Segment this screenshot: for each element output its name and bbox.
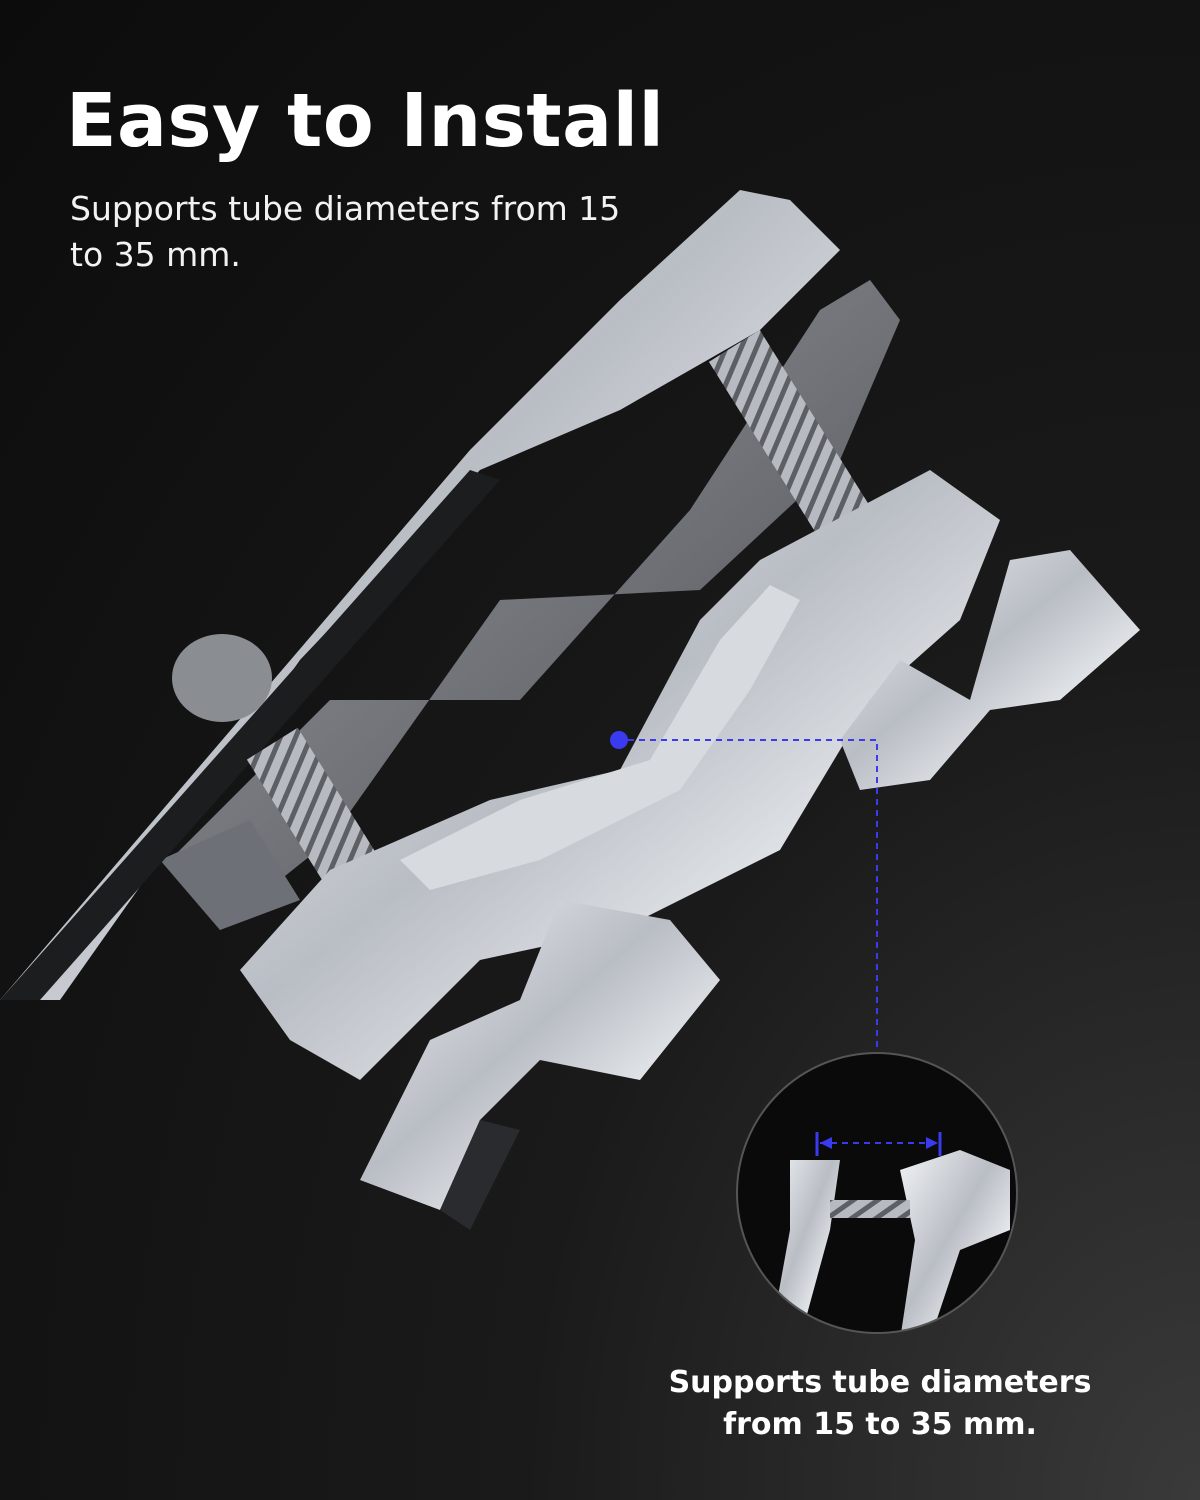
dimension-arrow-right (926, 1137, 938, 1149)
detail-caption: Supports tube diameters from 15 to 35 mm… (668, 1365, 1092, 1442)
detail-circle-ring (736, 1052, 1018, 1334)
wing-nut-lower (360, 900, 720, 1210)
clamp-arm-dark-edge (0, 470, 500, 1000)
clamp-arm (0, 190, 840, 1000)
arm-pivot (172, 634, 272, 722)
back-jaw (170, 280, 900, 920)
dimension-arrow-left (820, 1137, 832, 1149)
wing-nut-lower-shadow (440, 1120, 520, 1230)
detail-circle (737, 1053, 1017, 1333)
front-jaw-inner (400, 585, 800, 890)
page-title: Easy to Install (66, 78, 665, 164)
wing-nut-right (840, 550, 1140, 790)
screw-upper (708, 330, 872, 540)
measure-guide-line (628, 739, 878, 1065)
page-subtitle: Supports tube diameters from 15 to 35 mm… (70, 189, 621, 274)
measure-point (610, 731, 628, 749)
back-jaw-lower-block (160, 820, 300, 930)
